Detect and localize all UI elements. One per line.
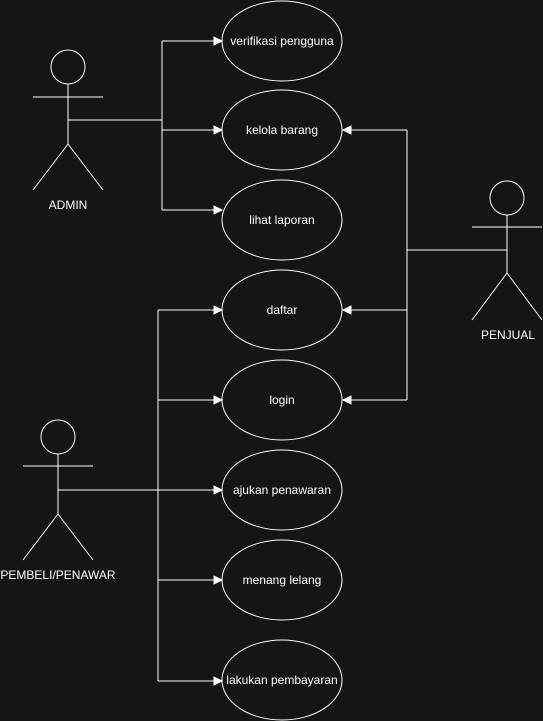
use-case-verifikasi-pengguna[interactable]: verifikasi pengguna — [221, 0, 343, 82]
arrowhead-login-left — [213, 395, 224, 405]
use-case-label: verifikasi pengguna — [230, 34, 334, 48]
use-case-ellipse — [221, 539, 343, 621]
use-case-label: lihat laporan — [249, 213, 314, 227]
use-case-ellipse — [221, 269, 343, 351]
use-case-ellipse — [221, 89, 343, 171]
stick-figure-icon — [32, 49, 104, 191]
use-case-lakukan-pembayaran[interactable]: lakukan pembayaran — [221, 639, 343, 721]
use-case-ellipse — [221, 0, 343, 82]
stick-figure-icon — [471, 180, 543, 321]
use-case-login[interactable]: login — [221, 359, 343, 441]
arrowhead-daftar-right — [341, 305, 352, 315]
arrowhead-kelola-right — [341, 125, 352, 135]
connectors — [58, 36, 507, 686]
actor-label: ADMIN — [49, 198, 88, 212]
arrowhead-daftar-left — [213, 305, 224, 315]
arrowhead-laporan — [213, 205, 224, 215]
arrowhead-ajukan — [213, 485, 224, 495]
arrowhead-verifikasi — [213, 36, 224, 46]
actor-pembeli-penawar[interactable]: PEMBELI/PENAWAR — [0, 419, 116, 582]
use-case-ajukan-penawaran[interactable]: ajukan penawaran — [221, 449, 343, 531]
use-case-label: lakukan pembayaran — [226, 673, 337, 687]
actor-label: PEMBELI/PENAWAR — [0, 568, 115, 582]
use-case-menang-lelang[interactable]: menang lelang — [221, 539, 343, 621]
stick-figure-icon — [22, 419, 94, 561]
use-case-label: daftar — [267, 303, 298, 317]
arrowhead-menang — [213, 575, 224, 585]
use-case-label: login — [269, 393, 294, 407]
arrowhead-bayar — [213, 676, 224, 686]
use-case-label: menang lelang — [243, 573, 322, 587]
actor-penjual[interactable]: PENJUAL — [471, 180, 543, 342]
use-case-label: kelola barang — [246, 123, 318, 137]
use-case-ellipse — [221, 449, 343, 531]
actor-label: PENJUAL — [481, 328, 535, 342]
use-case-lihat-laporan[interactable]: lihat laporan — [221, 179, 343, 261]
use-case-daftar[interactable]: daftar — [221, 269, 343, 351]
arrowhead-login-right — [341, 395, 352, 405]
use-case-label: ajukan penawaran — [233, 483, 331, 497]
use-case-ellipse — [221, 359, 343, 441]
actor-admin[interactable]: ADMIN — [32, 49, 104, 212]
use-case-ellipse — [221, 179, 343, 261]
use-case-ellipse — [221, 639, 343, 721]
use-case-kelola-barang[interactable]: kelola barang — [221, 89, 343, 171]
arrowhead-kelola-left — [213, 125, 224, 135]
